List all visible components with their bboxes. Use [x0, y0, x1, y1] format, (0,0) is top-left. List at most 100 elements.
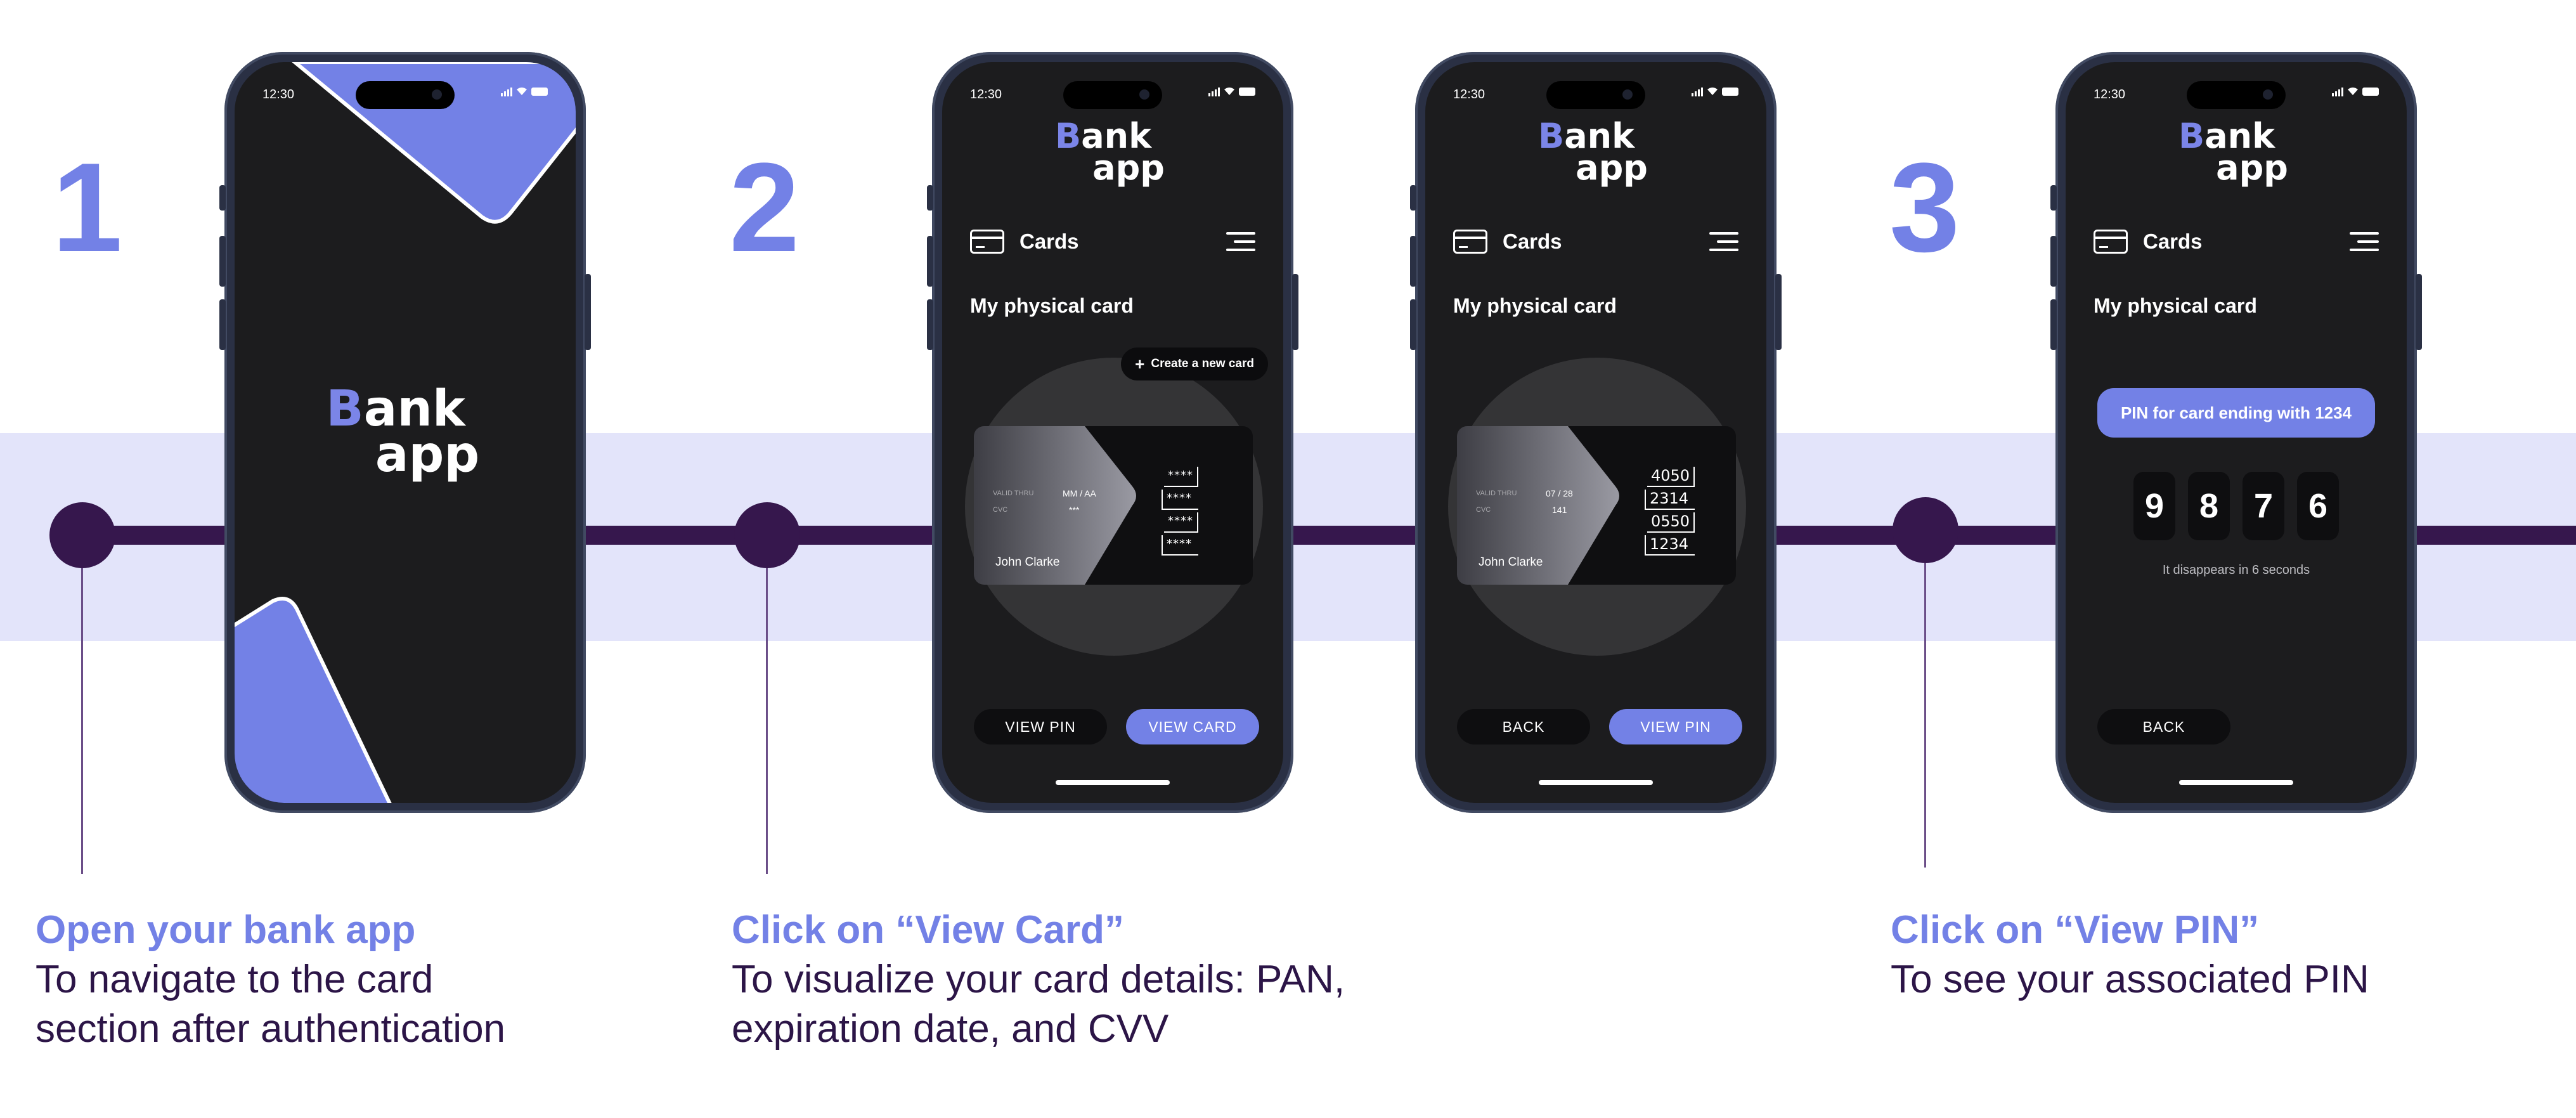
pin-timer-hint: It disappears in 6 seconds — [2162, 563, 2310, 577]
step-description: To navigate to the card — [36, 958, 434, 1001]
step-description: To see your associated PIN — [1891, 958, 2369, 1001]
bank-card[interactable]: VALID THRU CVC 07 / 28 141 John Clarke 4… — [1457, 426, 1736, 585]
back-button[interactable]: BACK — [1457, 709, 1590, 744]
pan-group: 4050 — [1647, 467, 1695, 487]
plus-icon: + — [1135, 354, 1145, 374]
view-pin-button[interactable]: VIEW PIN — [1609, 709, 1742, 744]
logo-text: ank — [1564, 116, 1634, 156]
logo-letter: B — [326, 380, 364, 438]
connector-line-3 — [1924, 563, 1926, 868]
bank-app-logo: Bank app — [2066, 116, 2407, 185]
valid-thru-label: VALID THRU — [993, 490, 1034, 497]
logo-app-text: app — [375, 426, 480, 483]
wifi-icon — [1224, 88, 1234, 95]
pan-group: 2314 — [1645, 490, 1695, 510]
step-title: Click on “View PIN” — [1891, 908, 2260, 952]
phone-pin: 12:30 Bank app Cards My physical card PI… — [2050, 52, 2422, 813]
pin-digit: 8 — [2188, 472, 2230, 540]
pin-digit: 6 — [2297, 472, 2339, 540]
home-indicator[interactable] — [1056, 780, 1170, 785]
cards-label: Cards — [1019, 230, 1079, 253]
pin-screen: 12:30 Bank app Cards My physical card PI… — [2066, 62, 2407, 803]
dynamic-island — [356, 81, 455, 109]
card-holder: John Clarke — [1479, 556, 1543, 569]
card-pan: **** **** **** **** — [1162, 467, 1198, 558]
dynamic-island — [2187, 81, 2286, 109]
connector-line-2 — [766, 568, 768, 874]
cards-screen: 12:30 Bank app Cards My physical card + … — [942, 62, 1283, 803]
signal-icon — [1208, 86, 1220, 96]
bank-card[interactable]: VALID THRU CVC MM / AA *** John Clarke *… — [974, 426, 1253, 585]
signal-icon — [2332, 86, 2343, 96]
phone-splash: 12:30 Bank app — [219, 52, 591, 813]
cards-label: Cards — [2143, 230, 2203, 253]
back-button[interactable]: BACK — [2097, 709, 2230, 744]
timeline-node-2 — [734, 502, 800, 568]
timeline-node-3 — [1893, 497, 1958, 563]
status-time: 12:30 — [1453, 88, 1485, 101]
pin-digit: 7 — [2243, 472, 2284, 540]
signal-icon — [501, 86, 512, 96]
logo-letter: B — [2178, 116, 2205, 156]
card-expiry: MM / AA — [1063, 488, 1096, 498]
battery-icon — [2362, 87, 2379, 96]
battery-icon — [531, 87, 548, 96]
logo-app-text: app — [1092, 148, 1165, 188]
status-icons — [2332, 86, 2379, 96]
card-cvv: *** — [1069, 505, 1080, 515]
bank-app-logo: Bank app — [942, 116, 1283, 188]
step-caption-1: Open your bank app To navigate to the ca… — [36, 906, 505, 1054]
phone-card-revealed: 12:30 Bank app Cards My physical card VA… — [1410, 52, 1782, 813]
logo-letter: B — [1055, 116, 1082, 156]
cards-header: Cards — [1453, 226, 1738, 257]
wifi-icon — [1707, 88, 1718, 95]
card-expiry: 07 / 28 — [1546, 488, 1573, 498]
status-icons — [501, 86, 548, 96]
card-graphic — [1457, 426, 1619, 585]
home-indicator[interactable] — [1539, 780, 1653, 785]
bank-app-logo: Bank app — [1425, 116, 1766, 185]
logo-text: ank — [363, 380, 465, 438]
status-icons — [1208, 86, 1255, 96]
step-title: Open your bank app — [36, 908, 416, 952]
pan-group: **** — [1162, 490, 1198, 510]
logo-letter: B — [1538, 116, 1565, 156]
menu-icon[interactable] — [2350, 231, 2379, 252]
step-description: To visualize your card details: PAN, — [732, 958, 1345, 1001]
cards-label: Cards — [1503, 230, 1562, 253]
dynamic-island — [1546, 81, 1645, 109]
cvc-label: CVC — [1476, 506, 1491, 514]
cards-header: Cards — [970, 226, 1255, 257]
step-number-3: 3 — [1889, 137, 1960, 278]
view-pin-button[interactable]: VIEW PIN — [974, 709, 1107, 744]
battery-icon — [1239, 87, 1255, 96]
status-time: 12:30 — [2094, 88, 2126, 101]
valid-thru-label: VALID THRU — [1476, 490, 1517, 497]
pan-group: 1234 — [1645, 535, 1695, 556]
step-caption-2: Click on “View Card” To visualize your c… — [732, 906, 1345, 1054]
pan-group: **** — [1164, 467, 1198, 487]
battery-icon — [1722, 87, 1738, 96]
dynamic-island — [1063, 81, 1162, 109]
splash-screen: 12:30 Bank app — [235, 62, 576, 803]
menu-icon[interactable] — [1226, 231, 1255, 252]
cards-header: Cards — [2094, 226, 2379, 257]
home-indicator[interactable] — [2179, 780, 2293, 785]
connector-line-1 — [81, 568, 83, 874]
cvc-label: CVC — [993, 506, 1008, 514]
card-graphic — [974, 426, 1136, 585]
cards-screen: 12:30 Bank app Cards My physical card VA… — [1425, 62, 1766, 803]
step-number-1: 1 — [52, 137, 123, 278]
logo-text: ank — [1081, 116, 1151, 156]
bank-app-logo: Bank app — [235, 384, 576, 483]
signal-icon — [1692, 86, 1703, 96]
menu-icon[interactable] — [1709, 231, 1738, 252]
wifi-icon — [2348, 88, 2358, 95]
view-card-button[interactable]: VIEW CARD — [1126, 709, 1259, 744]
section-title: My physical card — [2094, 294, 2257, 317]
section-title: My physical card — [1453, 294, 1617, 317]
credit-card-icon — [970, 230, 1004, 254]
step-number-2: 2 — [729, 137, 800, 278]
create-new-card-button[interactable]: + Create a new card — [1121, 348, 1268, 380]
status-icons — [1692, 86, 1738, 96]
